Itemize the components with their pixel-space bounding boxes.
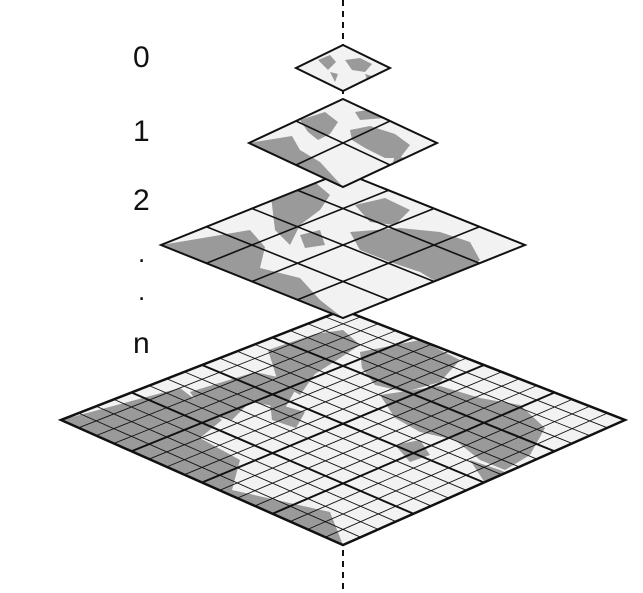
tile-grid-line [148, 385, 432, 507]
tile-grid-line [201, 364, 485, 484]
tile-level-1 [246, 97, 440, 189]
tile-grid-line [95, 405, 379, 530]
tile-grid-line [307, 405, 591, 530]
tile-grid-line [219, 371, 503, 491]
tile-grid-line [289, 398, 573, 523]
tile-grid-line [78, 412, 362, 538]
tile-grid-line [113, 398, 397, 523]
tile-grid-line [254, 385, 538, 507]
tile-grid-line [236, 378, 520, 499]
level-1-landmasses [249, 108, 410, 187]
tile-grid-line [296, 225, 481, 301]
tile-grid-line [183, 371, 467, 491]
tile-level-2 [158, 170, 528, 320]
ellipsis-dot-1: . [138, 238, 145, 268]
level-1-grid [246, 97, 440, 189]
tile-grid-line [324, 412, 608, 538]
level-label-0: 0 [133, 41, 150, 74]
level-label-2: 2 [133, 184, 150, 217]
tile-grid-line [205, 225, 390, 301]
level-n-ocean [61, 310, 625, 545]
level-label-n: n [133, 327, 150, 360]
level-0-ocean [296, 45, 390, 91]
tile-level-outline [293, 43, 393, 93]
tile-level-outline [57, 308, 629, 547]
tile-grid-line [271, 391, 556, 515]
level-label-1: 1 [133, 115, 150, 148]
tile-grid-line [295, 120, 391, 166]
tile-level-outline [246, 97, 440, 189]
level-n-grid [57, 308, 629, 547]
tile-level-outline [158, 170, 528, 320]
tile-level-0 [293, 43, 393, 93]
ellipsis-dot-2: . [138, 276, 145, 306]
tile-grid-line [166, 378, 450, 499]
level-2-landmasses [161, 178, 480, 318]
level-0-grid [293, 43, 393, 93]
tile-grid-line [130, 391, 415, 515]
level-2-grid [158, 170, 528, 320]
tile-level-n [57, 308, 629, 547]
tile-grid-line [251, 207, 435, 283]
